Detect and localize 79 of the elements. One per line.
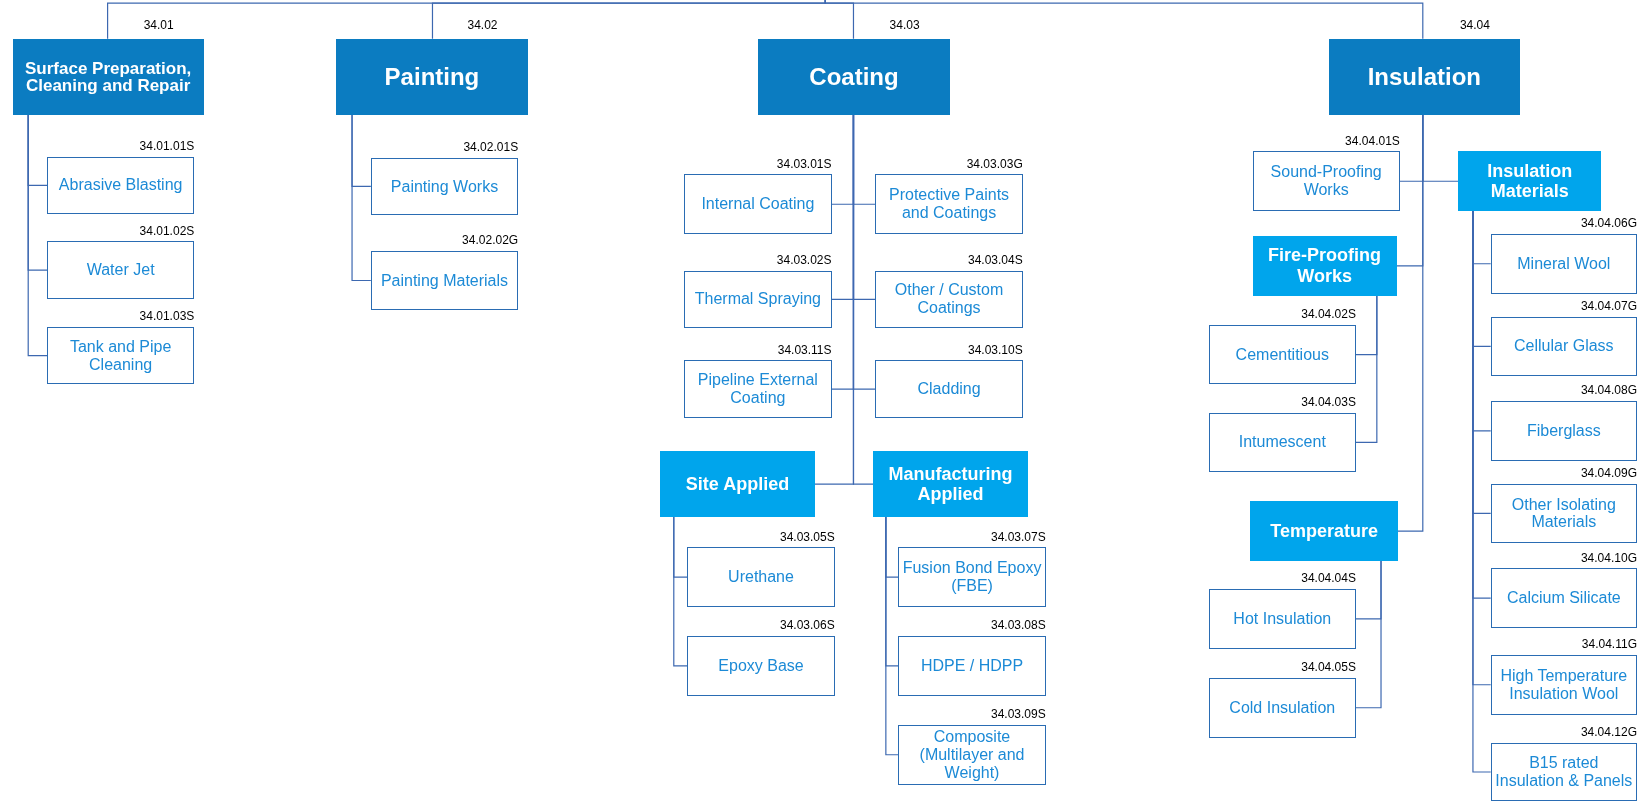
code-label: 34.03.07S <box>990 529 1046 544</box>
code-label: 34.03.05S <box>779 529 835 544</box>
code-label: 34.04.03S <box>1301 394 1356 409</box>
item-box: Cold Insulation <box>1208 677 1356 738</box>
code-label: 34.04.12G <box>1580 724 1637 739</box>
item-box: Thermal Spraying <box>684 270 832 328</box>
code-label: 34.01 <box>143 17 174 32</box>
connector-line <box>885 516 899 756</box>
code-label: 34.03.09S <box>990 707 1046 722</box>
connector-line <box>431 0 826 40</box>
item-box: Composite (Multilayer and Weight) <box>898 724 1046 785</box>
code-label: 34.01.02S <box>139 223 195 238</box>
connector-line <box>1397 114 1424 532</box>
code-label: 34.04.10G <box>1580 550 1637 565</box>
code-label: 34.04.07G <box>1580 298 1637 313</box>
item-box: Abrasive Blasting <box>47 156 195 215</box>
code-label: 34.04.06G <box>1580 216 1637 231</box>
item-box: Calcium Silicate <box>1490 568 1637 628</box>
code-label: 34.04.08G <box>1580 383 1637 398</box>
item-box: Cementitious <box>1208 324 1356 385</box>
item-box: Other / Custom Coatings <box>875 270 1023 328</box>
item-box: Epoxy Base <box>687 636 835 696</box>
subcategory-box: Temperature <box>1250 501 1398 561</box>
code-label: 34.03.03G <box>966 156 1023 171</box>
item-box: Mineral Wool <box>1490 234 1637 294</box>
code-label: 34.04.09G <box>1580 465 1637 480</box>
code-label: 34.02 <box>467 17 498 32</box>
item-box: Hot Insulation <box>1208 589 1356 649</box>
item-box: Sound-Proofing Works <box>1252 151 1400 211</box>
item-box: Intumescent <box>1208 412 1356 473</box>
item-box: Protective Paints and Coatings <box>875 174 1023 234</box>
item-box: Other Isolating Materials <box>1490 483 1637 544</box>
item-box: Tank and Pipe Cleaning <box>47 326 195 385</box>
connector-line <box>1355 560 1382 709</box>
connector-line <box>852 114 874 485</box>
subcategory-box: Insulation Materials <box>1458 151 1602 211</box>
connector-line <box>824 0 1424 40</box>
item-box: Pipeline External Coating <box>684 360 832 418</box>
item-box: Painting Materials <box>370 250 519 311</box>
code-label: 34.03 <box>889 17 920 32</box>
category-header: Painting <box>336 38 528 115</box>
connector-line <box>27 114 48 357</box>
item-box: Internal Coating <box>684 174 832 234</box>
subcategory-box: Fire-Proofing Works <box>1252 236 1397 296</box>
subcategory-box: Site Applied <box>660 451 815 518</box>
item-box: Fusion Bond Epoxy (FBE) <box>898 547 1046 607</box>
code-label: 34.04.02S <box>1301 307 1356 322</box>
code-label: 34.01.01S <box>139 138 195 153</box>
code-label: 34.01.03S <box>139 309 195 324</box>
code-label: 34.03.04S <box>968 252 1023 267</box>
item-box: HDPE / HDPP <box>898 636 1046 696</box>
item-box: Cellular Glass <box>1490 316 1637 377</box>
connector-line <box>1355 295 1378 443</box>
item-box: Fiberglass <box>1490 401 1637 461</box>
connector-line <box>351 114 372 282</box>
code-label: 34.02.01S <box>463 139 519 154</box>
code-label: 34.03.11S <box>777 342 832 357</box>
code-label: 34.04.04S <box>1301 571 1356 586</box>
code-label: 34.04.05S <box>1301 660 1356 675</box>
code-label: 34.03.06S <box>779 618 835 633</box>
item-box: High Temperature Insulation Wool <box>1490 655 1637 715</box>
category-header: Insulation <box>1328 38 1520 115</box>
connector-line <box>673 516 688 667</box>
code-label: 34.03.02S <box>776 252 832 267</box>
code-label: 34.03.01S <box>776 156 832 171</box>
item-box: Painting Works <box>370 157 519 216</box>
item-box: B15 rated Insulation & Panels <box>1490 742 1637 802</box>
code-label: 34.04 <box>1459 17 1490 32</box>
category-header: Coating <box>758 38 950 115</box>
code-label: 34.04.11G <box>1581 637 1637 652</box>
item-box: Water Jet <box>47 241 195 299</box>
item-box: Cladding <box>875 360 1023 418</box>
code-label: 34.04.01S <box>1345 133 1400 148</box>
category-header: Surface Preparation, Cleaning and Repair <box>12 38 204 115</box>
code-label: 34.02.02G <box>462 232 519 247</box>
item-box: Urethane <box>687 547 835 607</box>
code-label: 34.03.08S <box>990 618 1046 633</box>
subcategory-box: Manufacturing Applied <box>873 451 1028 518</box>
code-label: 34.03.10S <box>968 342 1023 357</box>
